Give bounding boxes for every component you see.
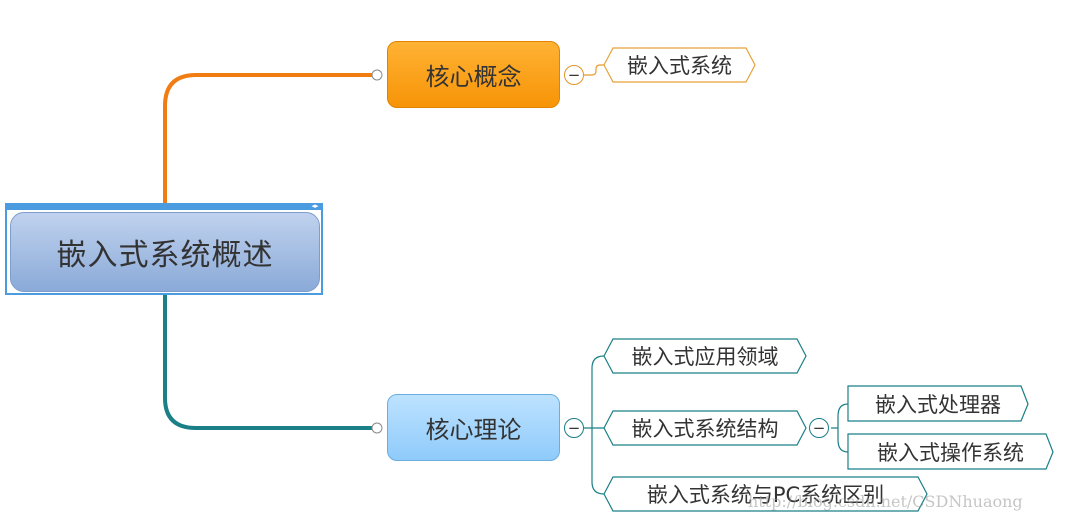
collapse-button-core-theory[interactable]: − xyxy=(564,418,584,438)
subtopic-embedded-system-label: 嵌入式系统 xyxy=(627,54,732,78)
minus-icon: − xyxy=(567,418,581,437)
root-selection-bar xyxy=(5,203,323,210)
subtopic-system-structure[interactable]: 嵌入式系统结构 xyxy=(604,411,806,445)
connector-root-concept xyxy=(163,73,372,203)
connector-theory-children xyxy=(584,355,605,495)
leaf-outline-structure xyxy=(603,410,807,446)
connector-port-theory xyxy=(371,422,383,434)
leaf-outline-processor xyxy=(847,385,1029,422)
root-topic[interactable]: 嵌入式系统概述 xyxy=(10,212,320,292)
subtopic-pc-difference-label: 嵌入式系统与PC系统区别 xyxy=(646,483,885,507)
leaf-outline-application xyxy=(603,338,807,374)
leaf-outline-os xyxy=(847,433,1054,470)
leaf-outline-embedded-system xyxy=(603,47,756,83)
connector-root-theory xyxy=(163,295,372,430)
subtopic-pc-difference[interactable]: 嵌入式系统与PC系统区别 xyxy=(604,477,927,511)
subtopic-application-field-label: 嵌入式应用领域 xyxy=(631,345,779,369)
connector-port-concept xyxy=(371,69,383,81)
topic-core-theory-label: 核心理论 xyxy=(425,416,522,444)
topic-core-concept-label: 核心概念 xyxy=(425,63,522,91)
subtopic-processor-label: 嵌入式处理器 xyxy=(875,392,1001,417)
topic-core-theory[interactable]: 核心理论 xyxy=(387,394,560,461)
subtopic-system-structure-label: 嵌入式系统结构 xyxy=(631,417,779,441)
minus-icon: − xyxy=(812,418,826,437)
topic-core-concept[interactable]: 核心概念 xyxy=(387,41,560,108)
subtopic-operating-system[interactable]: 嵌入式操作系统 xyxy=(848,434,1053,469)
collapse-button-core-concept[interactable]: − xyxy=(564,65,584,85)
subtopic-operating-system-label: 嵌入式操作系统 xyxy=(877,440,1024,465)
subtopic-application-field[interactable]: 嵌入式应用领域 xyxy=(604,339,806,373)
leaf-outline-pc-difference xyxy=(603,476,928,512)
resize-handle-icon[interactable]: ◂▸ xyxy=(311,202,319,210)
subtopic-processor[interactable]: 嵌入式处理器 xyxy=(848,386,1028,421)
collapse-button-system-structure[interactable]: − xyxy=(809,418,829,438)
minus-icon: − xyxy=(567,65,581,84)
root-topic-label: 嵌入式系统概述 xyxy=(56,238,274,273)
watermark-text: http://blog.csdn.net/CSDNhuaong xyxy=(748,492,1023,511)
subtopic-embedded-system[interactable]: 嵌入式系统 xyxy=(604,48,755,82)
connector-structure-children xyxy=(831,403,849,453)
connector-concept-leaf xyxy=(584,64,604,76)
